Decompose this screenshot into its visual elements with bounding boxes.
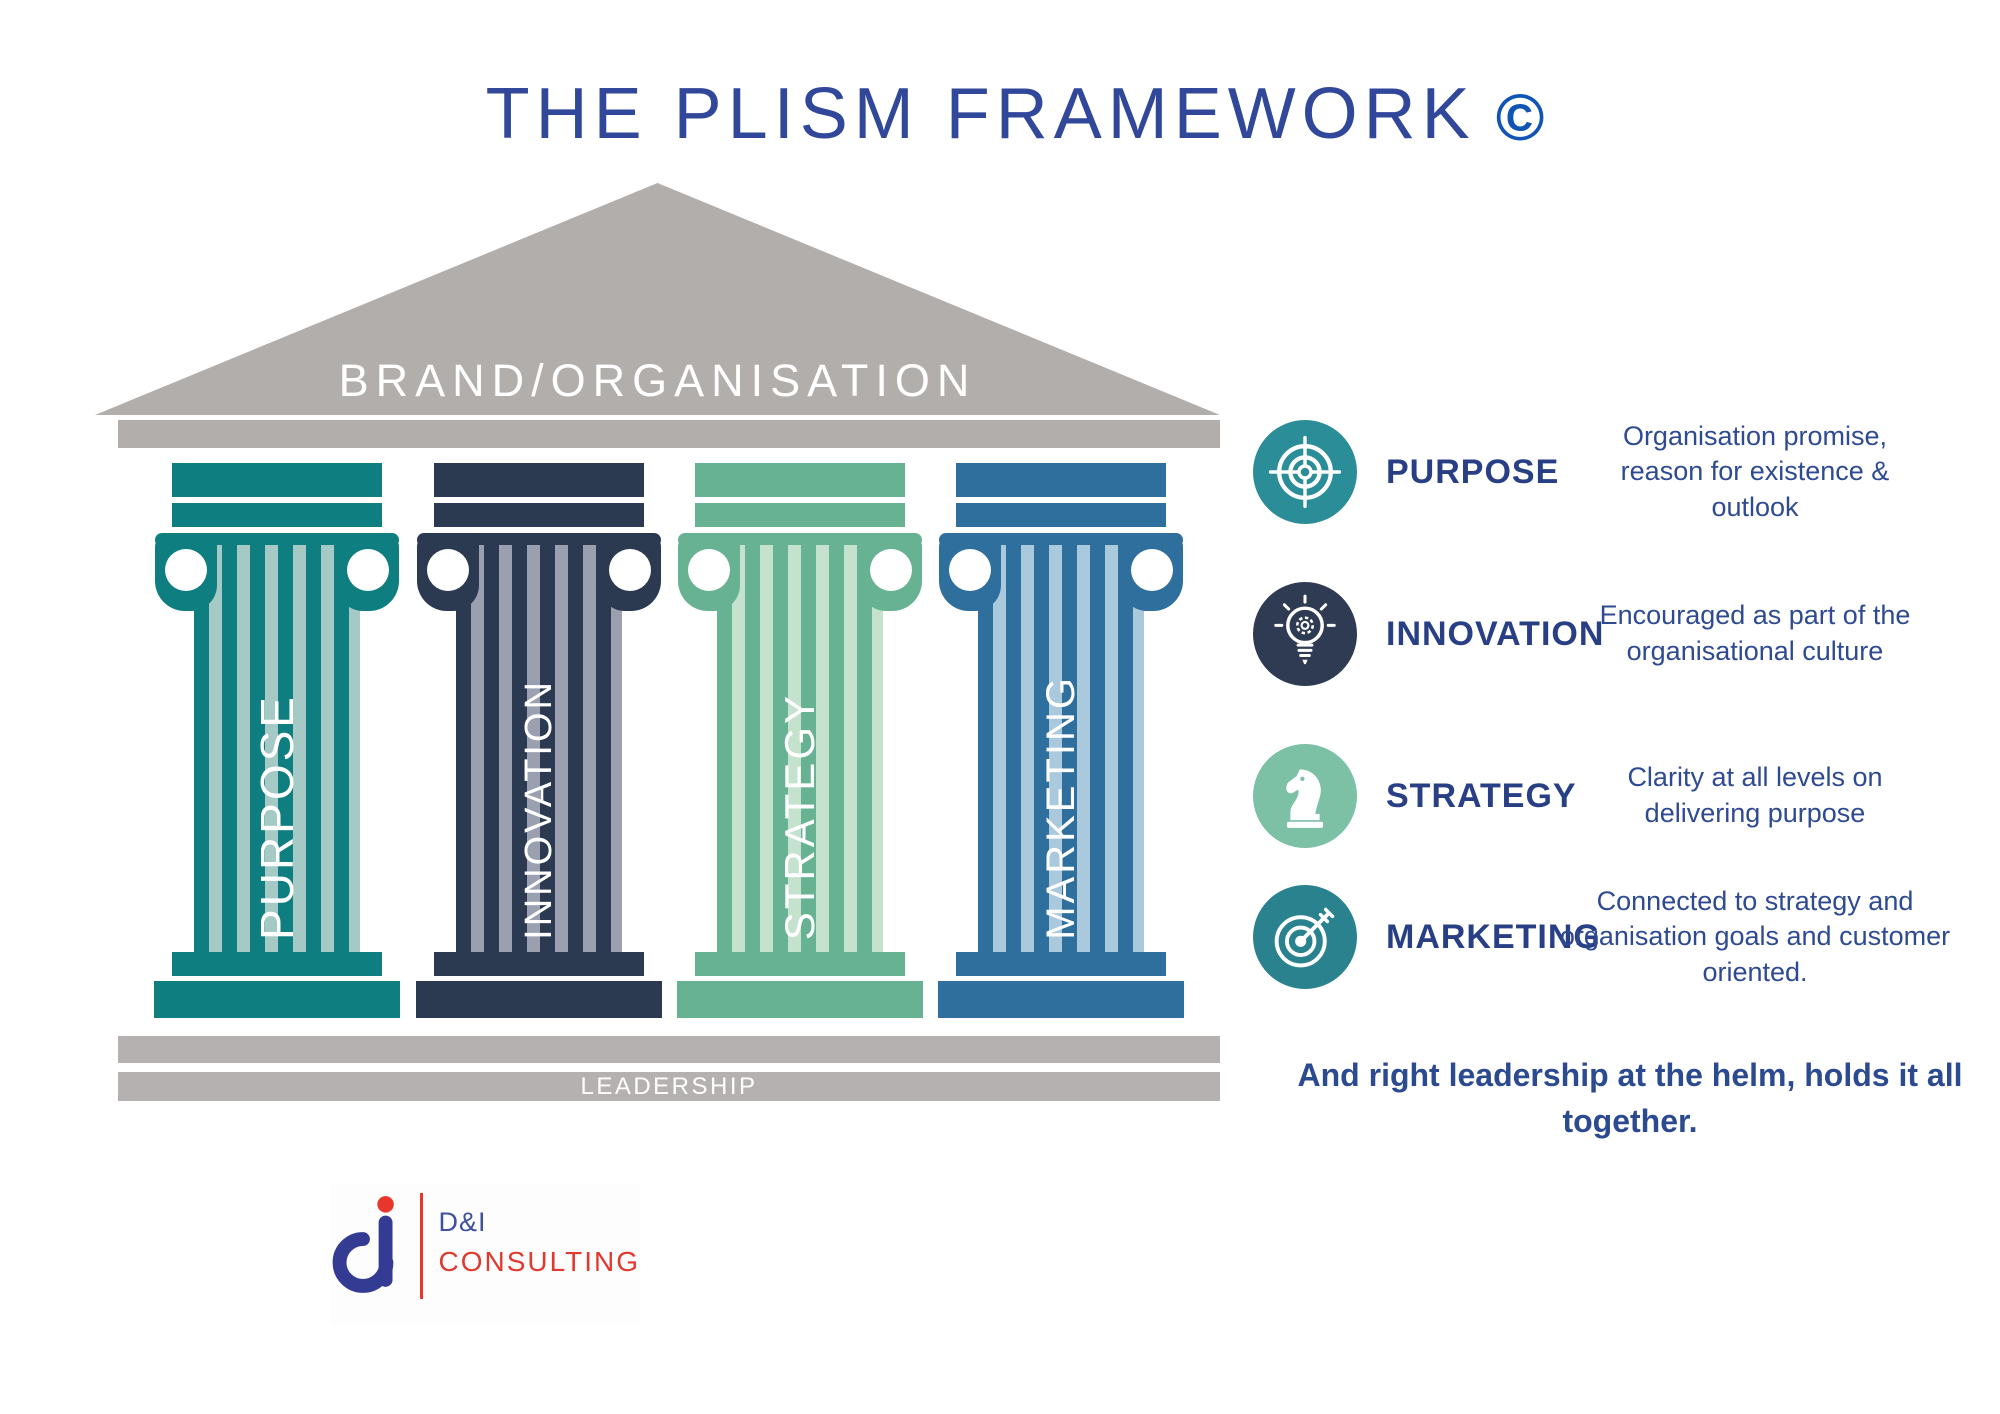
pillar-capital-bar [956, 463, 1166, 497]
pillar-base [416, 981, 662, 1018]
pillar-capital-bar [434, 503, 644, 527]
volute-circle-icon [949, 549, 991, 591]
pillar-shaft [717, 545, 883, 952]
pillar-label: STRATEGY [776, 692, 823, 940]
pillar-label: INNOVATION [517, 679, 560, 940]
pillar-base [154, 981, 400, 1018]
legend-desc-strategy: Clarity at all levels on delivering purp… [1627, 762, 1883, 828]
roof-label: BRAND/ORGANISATION [338, 355, 977, 406]
pillar-shaft [194, 545, 360, 952]
pillar-capital-bar [956, 503, 1166, 527]
legend-desc-innovation: Encouraged as part of the organisational… [1599, 600, 1911, 666]
temple-leadership-bar: LEADERSHIP [118, 1072, 1220, 1101]
pillar-innovation: INNOVATION [414, 463, 664, 1023]
dartboard-arrow-icon [1253, 885, 1357, 989]
temple-stylobate [118, 1036, 1220, 1063]
volute-circle-icon [1131, 549, 1173, 591]
page-title: THE PLISM FRAMEWORK © [0, 66, 2000, 162]
legend-desc-marketing: Connected to strategy and organisation g… [1559, 885, 1951, 987]
volute-circle-icon [870, 549, 912, 591]
volute-circle-icon [688, 549, 730, 591]
pillar-capital-bar [695, 503, 905, 527]
pillar-base [695, 952, 905, 976]
temple-architrave [118, 420, 1220, 448]
pillar-shaft [456, 545, 622, 952]
pillar-purpose: PURPOSE [152, 463, 402, 1023]
copyright-icon: © [1495, 80, 1545, 154]
volute-circle-icon [427, 549, 469, 591]
pillar-base [956, 952, 1166, 976]
volute-circle-icon [609, 549, 651, 591]
leadership-label: LEADERSHIP [580, 1072, 758, 1100]
title-text: THE PLISM FRAMEWORK [485, 74, 1476, 154]
volute-circle-icon [165, 549, 207, 591]
legend-desc-purpose: Organisation promise, reason for existen… [1620, 420, 1890, 522]
legend-label-marketing: MARKETING [1386, 917, 1601, 956]
dni-monogram-icon [332, 1196, 394, 1293]
pillar-base [172, 952, 382, 976]
pillar-marketing: MARKETING [936, 463, 1186, 1023]
target-crosshair-icon [1253, 420, 1357, 524]
dni-consulting-logo: D&I CONSULTING [330, 1185, 640, 1325]
logo-subname: CONSULTING [438, 1246, 640, 1277]
pillar-capital-bar [695, 463, 905, 497]
pillar-capital-bar [172, 463, 382, 497]
pillar-capital-bar [172, 503, 382, 527]
legend-label-strategy: STRATEGY [1386, 776, 1577, 815]
legend-label-innovation: INNOVATION [1386, 614, 1605, 653]
pillar-strategy: STRATEGY [675, 463, 925, 1023]
logo-name: D&I [438, 1207, 487, 1237]
chess-knight-icon [1253, 744, 1357, 848]
lightbulb-gear-icon [1253, 582, 1357, 686]
temple-pediment: BRAND/ORGANISATION [95, 183, 1220, 415]
volute-circle-icon [347, 549, 389, 591]
pillar-capital-bar [434, 463, 644, 497]
pillar-label: MARKETING [1038, 675, 1083, 940]
leadership-statement: And right leadership at the helm, holds … [1297, 1057, 1963, 1140]
logo-divider [419, 1193, 423, 1299]
pillar-shaft [978, 545, 1144, 952]
pillar-base [938, 981, 1184, 1018]
pillar-label: PURPOSE [251, 694, 303, 940]
pillar-base [434, 952, 644, 976]
pillar-base [677, 981, 923, 1018]
legend-label-purpose: PURPOSE [1386, 452, 1560, 491]
